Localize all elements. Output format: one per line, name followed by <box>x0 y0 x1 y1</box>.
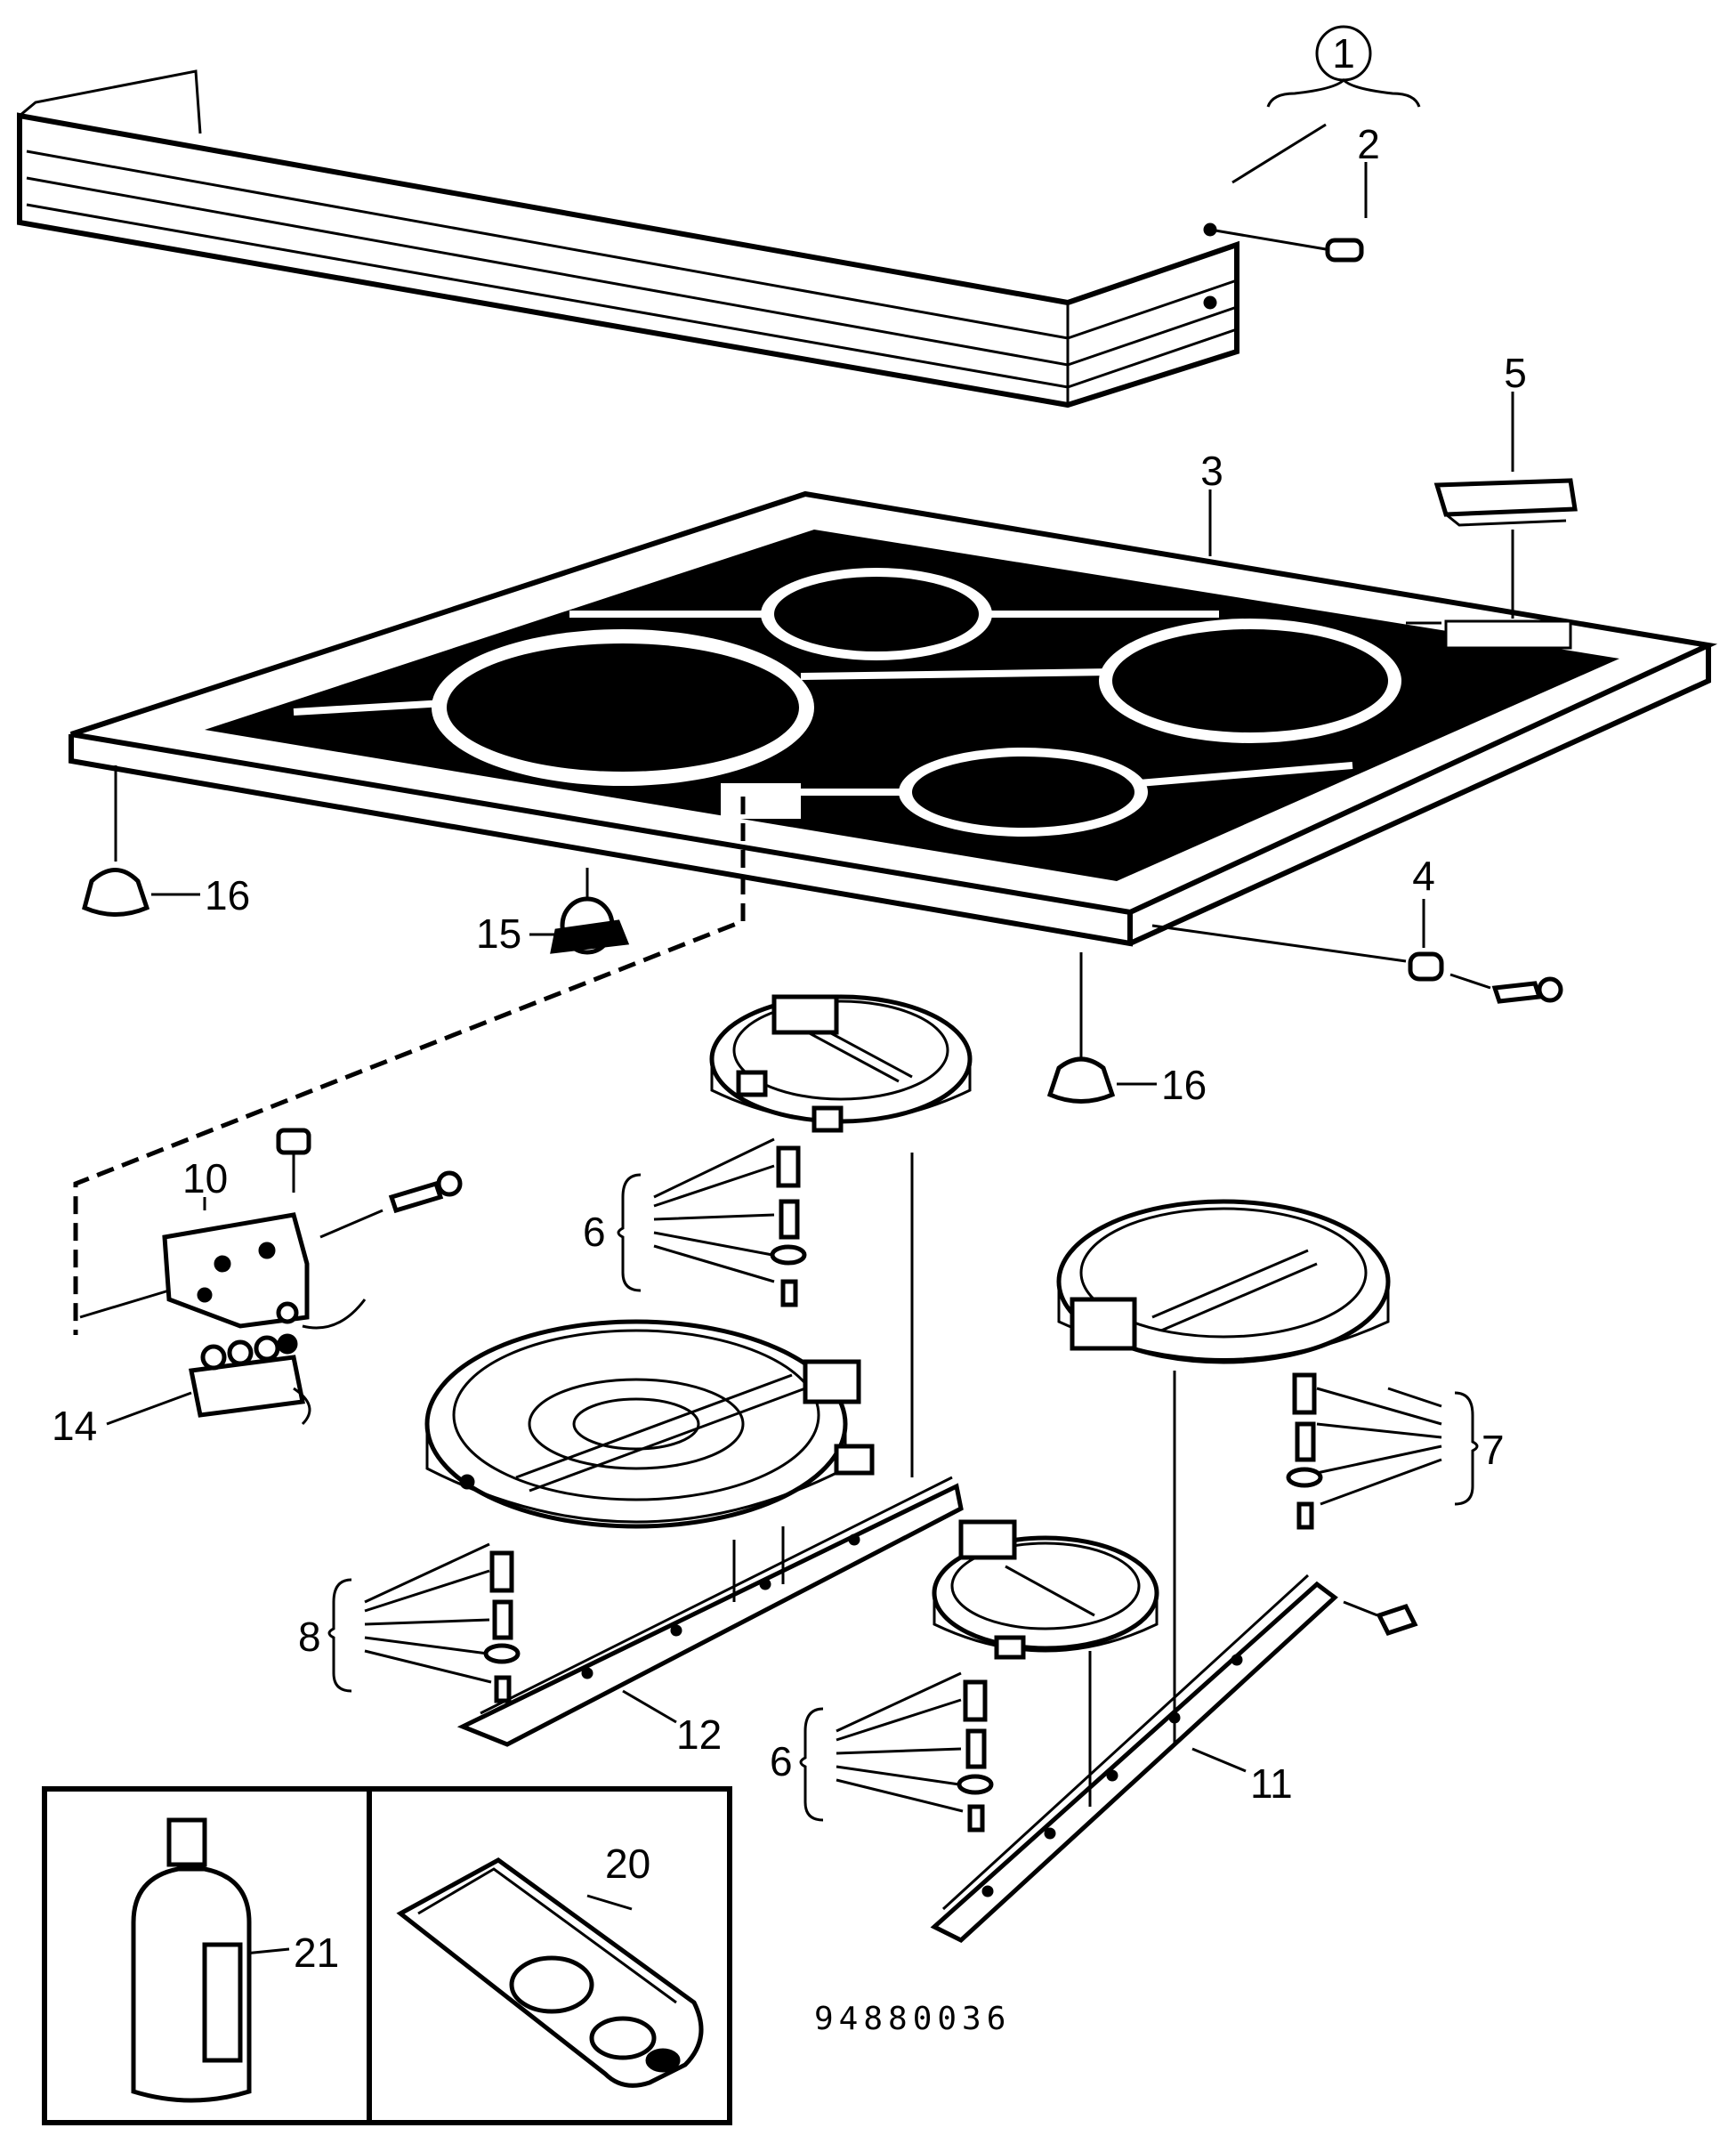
terminal-block <box>106 1335 311 1426</box>
part-label-21: 21 <box>294 1930 339 1976</box>
part-label-1: 1 <box>1332 30 1355 77</box>
heating-element-left <box>424 1319 875 1529</box>
part-label-8: 8 <box>298 1614 321 1660</box>
part-label-20: 20 <box>605 1841 650 1887</box>
connection-dashed-line <box>73 797 746 1335</box>
part-label-5: 5 <box>1504 350 1527 396</box>
part-label-10: 10 <box>182 1155 228 1202</box>
part-label-12: 12 <box>676 1711 722 1758</box>
part-label-2: 2 <box>1357 121 1380 167</box>
group-brace <box>1266 77 1421 108</box>
part-label-4: 4 <box>1412 853 1435 899</box>
part-label-15: 15 <box>476 910 521 957</box>
fixings-stack-6a <box>617 1137 807 1307</box>
terminal-bracket <box>79 1128 463 1355</box>
part-label-11: 11 <box>1250 1760 1293 1807</box>
part-label-3: 3 <box>1200 448 1223 494</box>
rail-left <box>456 1153 964 1747</box>
accessory-box <box>42 1786 732 2125</box>
scraper-tool <box>396 1857 704 2088</box>
part-label-6-top: 6 <box>583 1209 606 1255</box>
group-label-circle <box>1315 25 1372 82</box>
back-panel <box>17 69 1239 409</box>
pin-part <box>1209 123 1368 263</box>
cleaner-bottle <box>131 1817 252 2103</box>
leader-12 <box>622 1689 677 1724</box>
leader-20 <box>586 1894 633 1911</box>
heating-element-bottom <box>932 1519 1159 1660</box>
leader-11 <box>1191 1747 1247 1773</box>
fixings-stack-7 <box>1286 1372 1479 1530</box>
heating-element-top <box>709 994 973 1133</box>
fixings-stack-6b <box>799 1671 994 1833</box>
part-label-16-right: 16 <box>1161 1062 1207 1108</box>
clip-part <box>529 868 630 955</box>
foot-right <box>1046 952 1157 1104</box>
part-label-14: 14 <box>52 1403 97 1449</box>
part-label-16-left: 16 <box>205 872 250 918</box>
screw-part <box>1151 899 1563 1004</box>
heating-element-right <box>1056 1199 1391 1364</box>
rail-right <box>930 1371 1418 1944</box>
drawing-code: 94880036 <box>814 2001 1011 2037</box>
part-label-6-bottom: 6 <box>770 1738 793 1784</box>
foot-left <box>82 765 200 917</box>
hob-top <box>69 490 1718 947</box>
leader-21 <box>244 1947 290 1955</box>
part-label-7: 7 <box>1482 1427 1505 1473</box>
fixings-stack-8 <box>327 1542 521 1703</box>
switch-cover <box>1433 392 1578 619</box>
